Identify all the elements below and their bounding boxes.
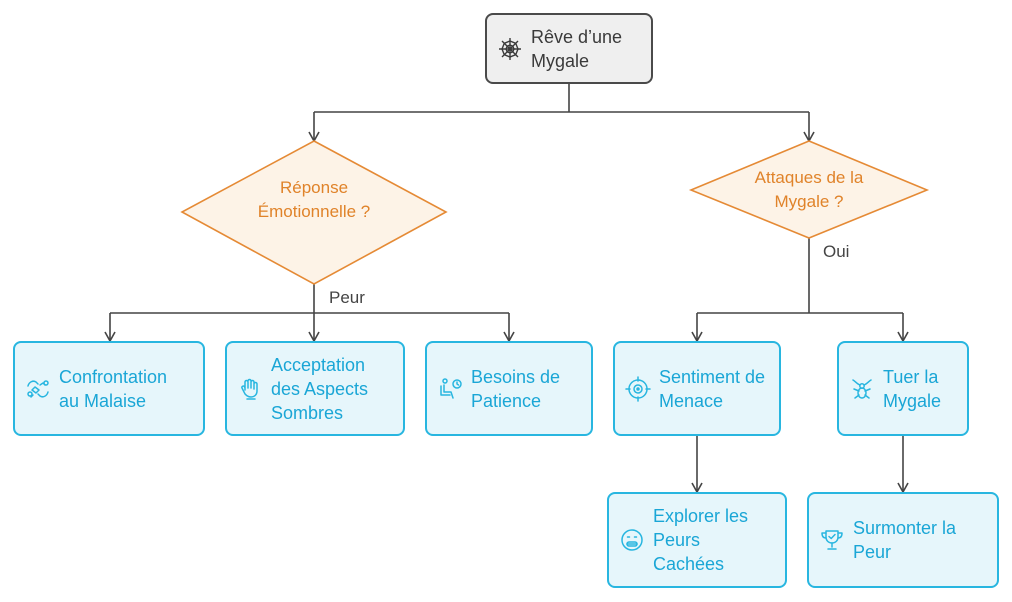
node-tuer[interactable]: Tuer la Mygale <box>837 341 969 436</box>
node-surmonter[interactable]: Surmonter la Peur <box>807 492 999 588</box>
node-surmonter-label: Surmonter la Peur <box>853 518 957 562</box>
waiting-seat-clock-icon <box>437 376 463 402</box>
edge-label-oui: Oui <box>823 242 850 261</box>
node-tuer-label: Tuer la Mygale <box>883 366 942 411</box>
node-confrontation-label: Confrontation au Malaise <box>59 366 168 411</box>
node-acceptation-label: Acceptation des Aspects Sombres <box>271 354 369 423</box>
node-sentiment[interactable]: Sentiment de Menace <box>613 341 781 436</box>
node-explorer[interactable]: Explorer les Peurs Cachées <box>607 492 787 588</box>
raised-hand-icon <box>237 376 263 402</box>
edge-label-peur: Peur <box>329 288 365 307</box>
decision-emotional-label: Réponse Émotionnelle ? <box>257 178 371 221</box>
decision-attacks-label: Attaques de la Mygale ? <box>754 168 864 211</box>
spider-icon <box>849 376 875 402</box>
root-node[interactable]: Rêve d’une Mygale <box>485 13 653 84</box>
decision-emotional-shape <box>180 140 448 285</box>
node-confrontation[interactable]: Confrontation au Malaise <box>13 341 205 436</box>
edge-emotional-split <box>110 284 509 314</box>
grimace-face-icon <box>619 527 645 553</box>
spider-web-icon <box>497 36 523 62</box>
root-label: Rêve d’une Mygale <box>531 26 623 71</box>
target-crosshair-icon <box>625 375 651 402</box>
node-besoins[interactable]: Besoins de Patience <box>425 341 593 436</box>
node-besoins-label: Besoins de Patience <box>471 366 561 411</box>
hands-confrontation-icon <box>25 376 51 402</box>
decision-attacks-shape <box>688 140 930 239</box>
node-acceptation[interactable]: Acceptation des Aspects Sombres <box>225 341 405 436</box>
edge-attacks-split <box>697 238 903 314</box>
node-explorer-label: Explorer les Peurs Cachées <box>653 506 749 574</box>
node-sentiment-label: Sentiment de Menace <box>659 366 766 411</box>
trophy-check-icon <box>819 527 845 553</box>
edge-root-split <box>314 84 809 113</box>
